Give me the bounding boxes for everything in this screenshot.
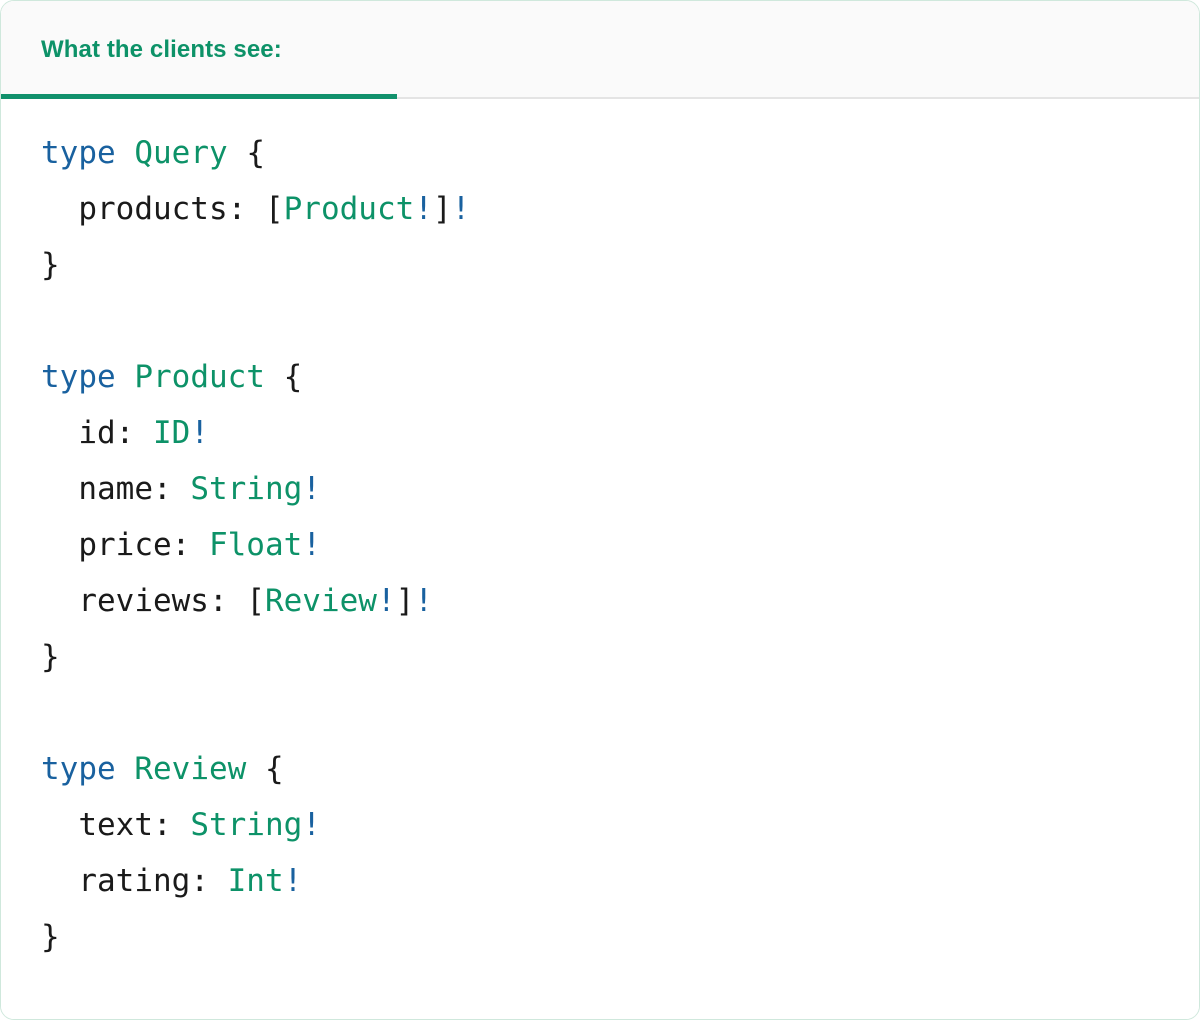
code-token-type: Int [227, 863, 284, 899]
code-token-bang: ! [451, 191, 471, 227]
code-token-punc: } [41, 919, 60, 955]
tab-label: What the clients see: [41, 36, 282, 63]
code-token-kw: type [41, 751, 116, 787]
code-panel: type Query { products: [Product!]! } typ… [1, 99, 1199, 1019]
code-line: id: ID! [41, 415, 209, 451]
code-token-type: Query [134, 135, 228, 171]
code-line: } [41, 919, 60, 955]
code-token-name [116, 751, 135, 787]
code-line: products: [Product!]! [41, 191, 470, 227]
code-token-name: name [41, 471, 153, 507]
code-token-punc: ] [432, 191, 452, 227]
code-token-bang: ! [376, 583, 396, 619]
code-token-punc: } [41, 639, 60, 675]
code-token-punc: { [246, 135, 265, 171]
code-token-name: reviews [41, 583, 209, 619]
code-line: type Product { [41, 359, 302, 395]
code-token-type: String [190, 807, 303, 843]
code-token-type: Review [134, 751, 247, 787]
tab-bar-divider [1, 97, 1199, 99]
code-token-punc: { [264, 751, 284, 787]
code-token-name: rating [41, 863, 191, 899]
tab-bar: What the clients see: [1, 1, 1199, 99]
code-token-punc: : [152, 807, 191, 843]
code-token-kw: type [41, 135, 116, 171]
code-token-bang: ! [283, 863, 303, 899]
code-line: type Query { [41, 135, 265, 171]
tab-what-the-clients-see[interactable]: What the clients see: [1, 1, 397, 99]
code-token-name [116, 359, 135, 395]
code-content: type Query { products: [Product!]! } typ… [41, 135, 470, 955]
code-token-punc: } [41, 247, 60, 283]
code-token-bang: ! [190, 415, 209, 451]
code-token-bang: ! [302, 527, 321, 563]
code-token-bang: ! [414, 191, 433, 227]
code-token-name [228, 135, 247, 171]
code-token-punc: : [190, 863, 228, 899]
code-token-type: Float [208, 527, 303, 563]
code-token-name [246, 751, 265, 787]
code-line: name: String! [41, 471, 321, 507]
code-token-punc: [ [246, 583, 265, 619]
tab-active-underline [1, 94, 397, 99]
code-token-name: text [41, 807, 153, 843]
code-line: price: Float! [41, 527, 321, 563]
code-token-punc: : [227, 191, 265, 227]
code-token-punc: ] [395, 583, 415, 619]
code-line: } [41, 639, 60, 675]
code-line: reviews: [Review!]! [41, 583, 433, 619]
code-token-name [265, 359, 284, 395]
code-token-type: Review [264, 583, 377, 619]
code-token-punc: : [208, 583, 247, 619]
code-token-punc: { [283, 359, 303, 395]
code-line: type Review { [41, 751, 284, 787]
code-line: rating: Int! [41, 863, 302, 899]
code-token-name: id [41, 415, 116, 451]
code-line: } [41, 247, 60, 283]
code-token-bang: ! [302, 807, 321, 843]
code-token-punc: : [152, 471, 191, 507]
code-token-punc: : [115, 415, 153, 451]
graphql-schema-code[interactable]: type Query { products: [Product!]! } typ… [1, 125, 1199, 965]
code-line: text: String! [41, 807, 321, 843]
code-token-punc: [ [264, 191, 284, 227]
code-token-bang: ! [302, 471, 321, 507]
code-token-name: products [41, 191, 228, 227]
code-token-type: Product [283, 191, 415, 227]
code-token-bang: ! [414, 583, 433, 619]
code-token-name [116, 135, 135, 171]
code-token-kw: type [41, 359, 116, 395]
code-token-name: price [41, 527, 172, 563]
code-token-punc: : [171, 527, 209, 563]
code-token-type: String [190, 471, 303, 507]
code-token-type: ID [152, 415, 191, 451]
code-token-type: Product [134, 359, 265, 395]
